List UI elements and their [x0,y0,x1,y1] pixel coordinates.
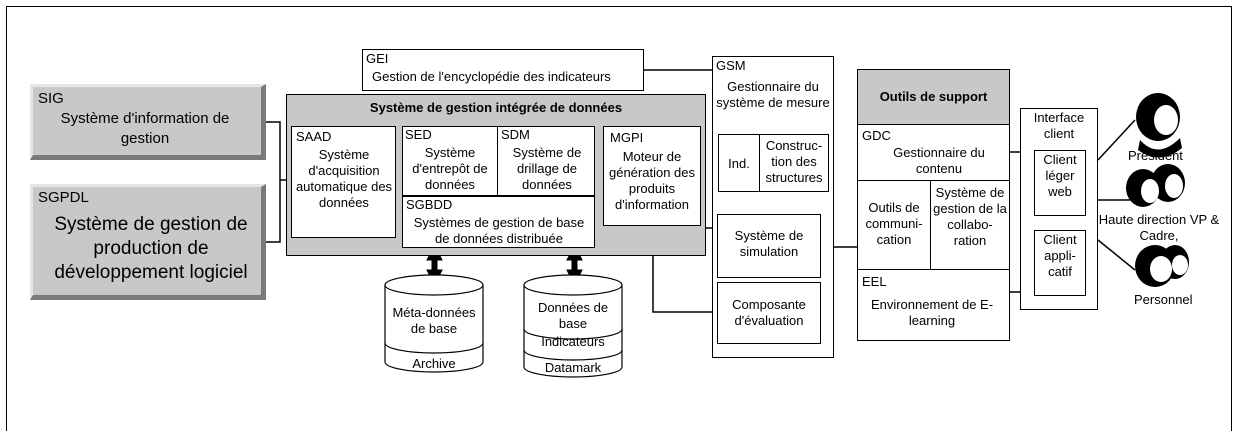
sdm-title: Système de drillage de données [512,145,582,192]
interface-title: Interface client [1033,110,1085,141]
db2-top-label: Données de base [537,300,609,331]
sgid-title: Système de gestion intégrée de données [369,100,623,115]
personnel-icon [1135,245,1189,287]
saad-box [291,126,396,238]
evaluation-label: Composante d'évaluation [732,297,806,328]
sdm-abbr: SDM [501,127,530,142]
simulation-label: Système de simulation [734,228,804,259]
db2-middle-label: Indicateurs [541,334,605,349]
gdc-title: Gestionnaire du contenu [893,145,985,176]
sgpdl-box [30,184,266,300]
evaluation-box [717,282,821,344]
sed-abbr: SED [405,127,432,142]
sgbdd-abbr: SGBDD [406,197,453,212]
sgpdl-abbr: SGPDL [38,189,89,206]
diagram-frame [6,6,1232,431]
db1-top-label: Méta-données de base [392,305,476,336]
simulation-box [717,214,821,278]
eel-abbr: EEL [862,274,887,289]
sed-box [402,126,498,196]
client-leger-box [1034,150,1086,216]
sig-abbr: SIG [38,90,64,107]
communication-box [857,180,931,270]
communication-label: Outils de communi- cation [865,200,923,247]
ind-label: Ind. [728,156,750,171]
sgbdd-box [402,196,595,248]
user-icons [1126,93,1189,287]
mgpi-box [603,126,701,226]
gei-box [362,49,644,91]
sig-box [30,84,266,160]
client-applicatif-box [1034,230,1086,296]
direction-label: Haute direction VP & Cadre, [1098,212,1220,243]
collaboration-box [930,180,1010,270]
client-leger-label: Client léger web [1043,152,1077,199]
outils-title: Outils de support [879,89,988,104]
database-cylinder-2 [523,274,623,378]
gei-title: Gestion de l'encyclopédie des indicateur… [372,69,611,84]
sed-title: Système d'entrepôt de données [412,145,488,192]
mgpi-abbr: MGPI [610,130,644,145]
outils-header [857,69,1010,125]
sgbdd-title: Systèmes de gestion de base de données d… [413,215,585,246]
saad-title: Système d'acquisition automatique des do… [295,147,393,210]
president-label: Président [1128,148,1183,163]
sgpdl-title: Système de gestion de production de déve… [54,214,248,283]
client-applicatif-label: Client appli- catif [1043,232,1077,279]
president-icon [1136,93,1182,158]
gei-abbr: GEI [366,51,389,66]
db1-bottom-label: Archive [412,356,456,371]
gsm-abbr: GSM [716,58,746,73]
mgpi-title: Moteur de génération des produits d'info… [608,149,695,212]
sig-title: Système d'information de gestion [60,110,230,147]
construction-label: Construc- tion des structures [765,138,823,185]
sdm-box [497,126,595,196]
management-icon [1126,164,1185,207]
gsm-title: Gestionnaire du système de mesure [716,79,830,110]
eel-title: Environnement de E- learning [870,297,994,328]
collaboration-label: Système de gestion de la collabo- ration [933,185,1007,248]
construction-box [759,134,829,192]
personnel-label: Personnel [1134,292,1193,307]
gdc-abbr: GDC [862,128,891,143]
saad-abbr: SAAD [296,129,332,144]
db2-bottom-label: Datamark [544,360,602,375]
ind-box [718,134,760,192]
database-cylinder-1 [384,274,484,373]
